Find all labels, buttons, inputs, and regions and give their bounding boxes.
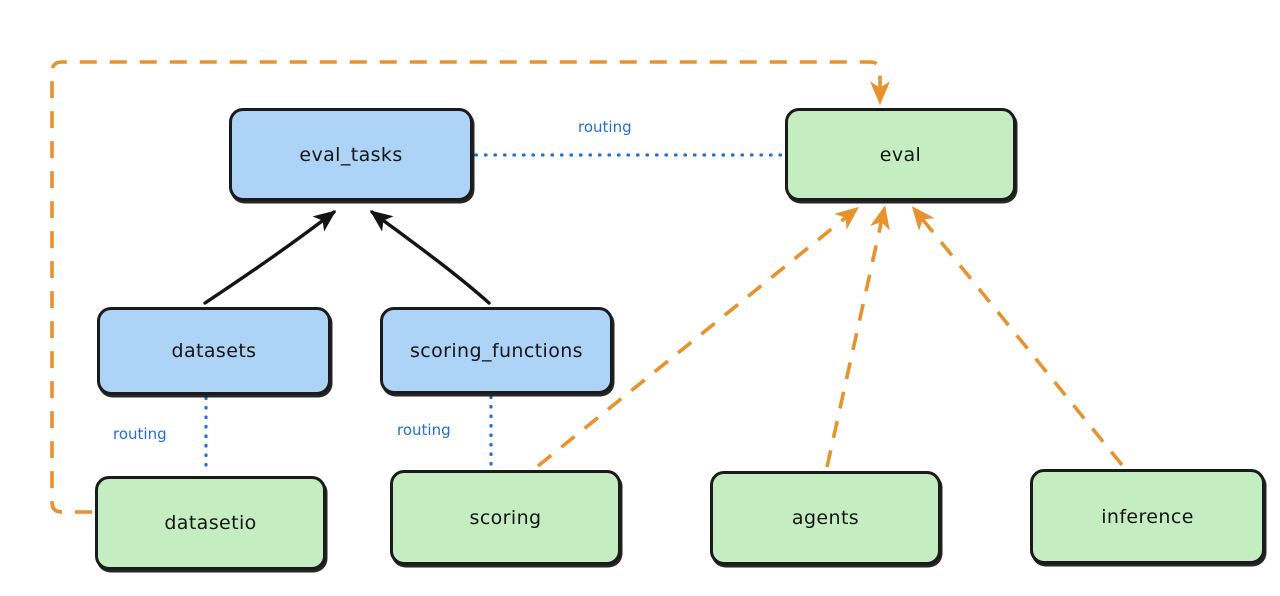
node-label: eval: [879, 143, 922, 166]
node-eval-tasks[interactable]: eval_tasks: [229, 108, 473, 201]
node-datasets[interactable]: datasets: [97, 307, 331, 395]
node-label: datasets: [171, 340, 257, 362]
node-label: scoring: [469, 506, 542, 529]
edge-label-routing-scoring-functions-scoring: routing: [397, 421, 451, 439]
node-scoring[interactable]: scoring: [390, 470, 621, 565]
node-agents[interactable]: agents: [710, 471, 941, 565]
edge-agents-to-eval: [825, 205, 890, 468]
edge-datasets-to-eval-tasks: [203, 210, 337, 305]
node-label: scoring_functions: [410, 339, 583, 362]
node-label: inference: [1101, 505, 1194, 528]
edge-inference-to-eval: [911, 206, 1124, 467]
edge-label-routing-datasets-datasetio: routing: [113, 425, 167, 443]
node-eval[interactable]: eval: [785, 108, 1016, 201]
node-inference[interactable]: inference: [1030, 469, 1265, 564]
node-label: agents: [791, 507, 860, 529]
node-datasetio[interactable]: datasetio: [95, 476, 326, 570]
edge-scoring-functions-to-eval-tasks: [369, 210, 491, 305]
edge-label-routing-eval-tasks-eval: routing: [578, 118, 632, 136]
node-label: datasetio: [164, 512, 257, 534]
node-label: eval_tasks: [299, 143, 403, 166]
node-scoring-functions[interactable]: scoring_functions: [380, 307, 613, 394]
